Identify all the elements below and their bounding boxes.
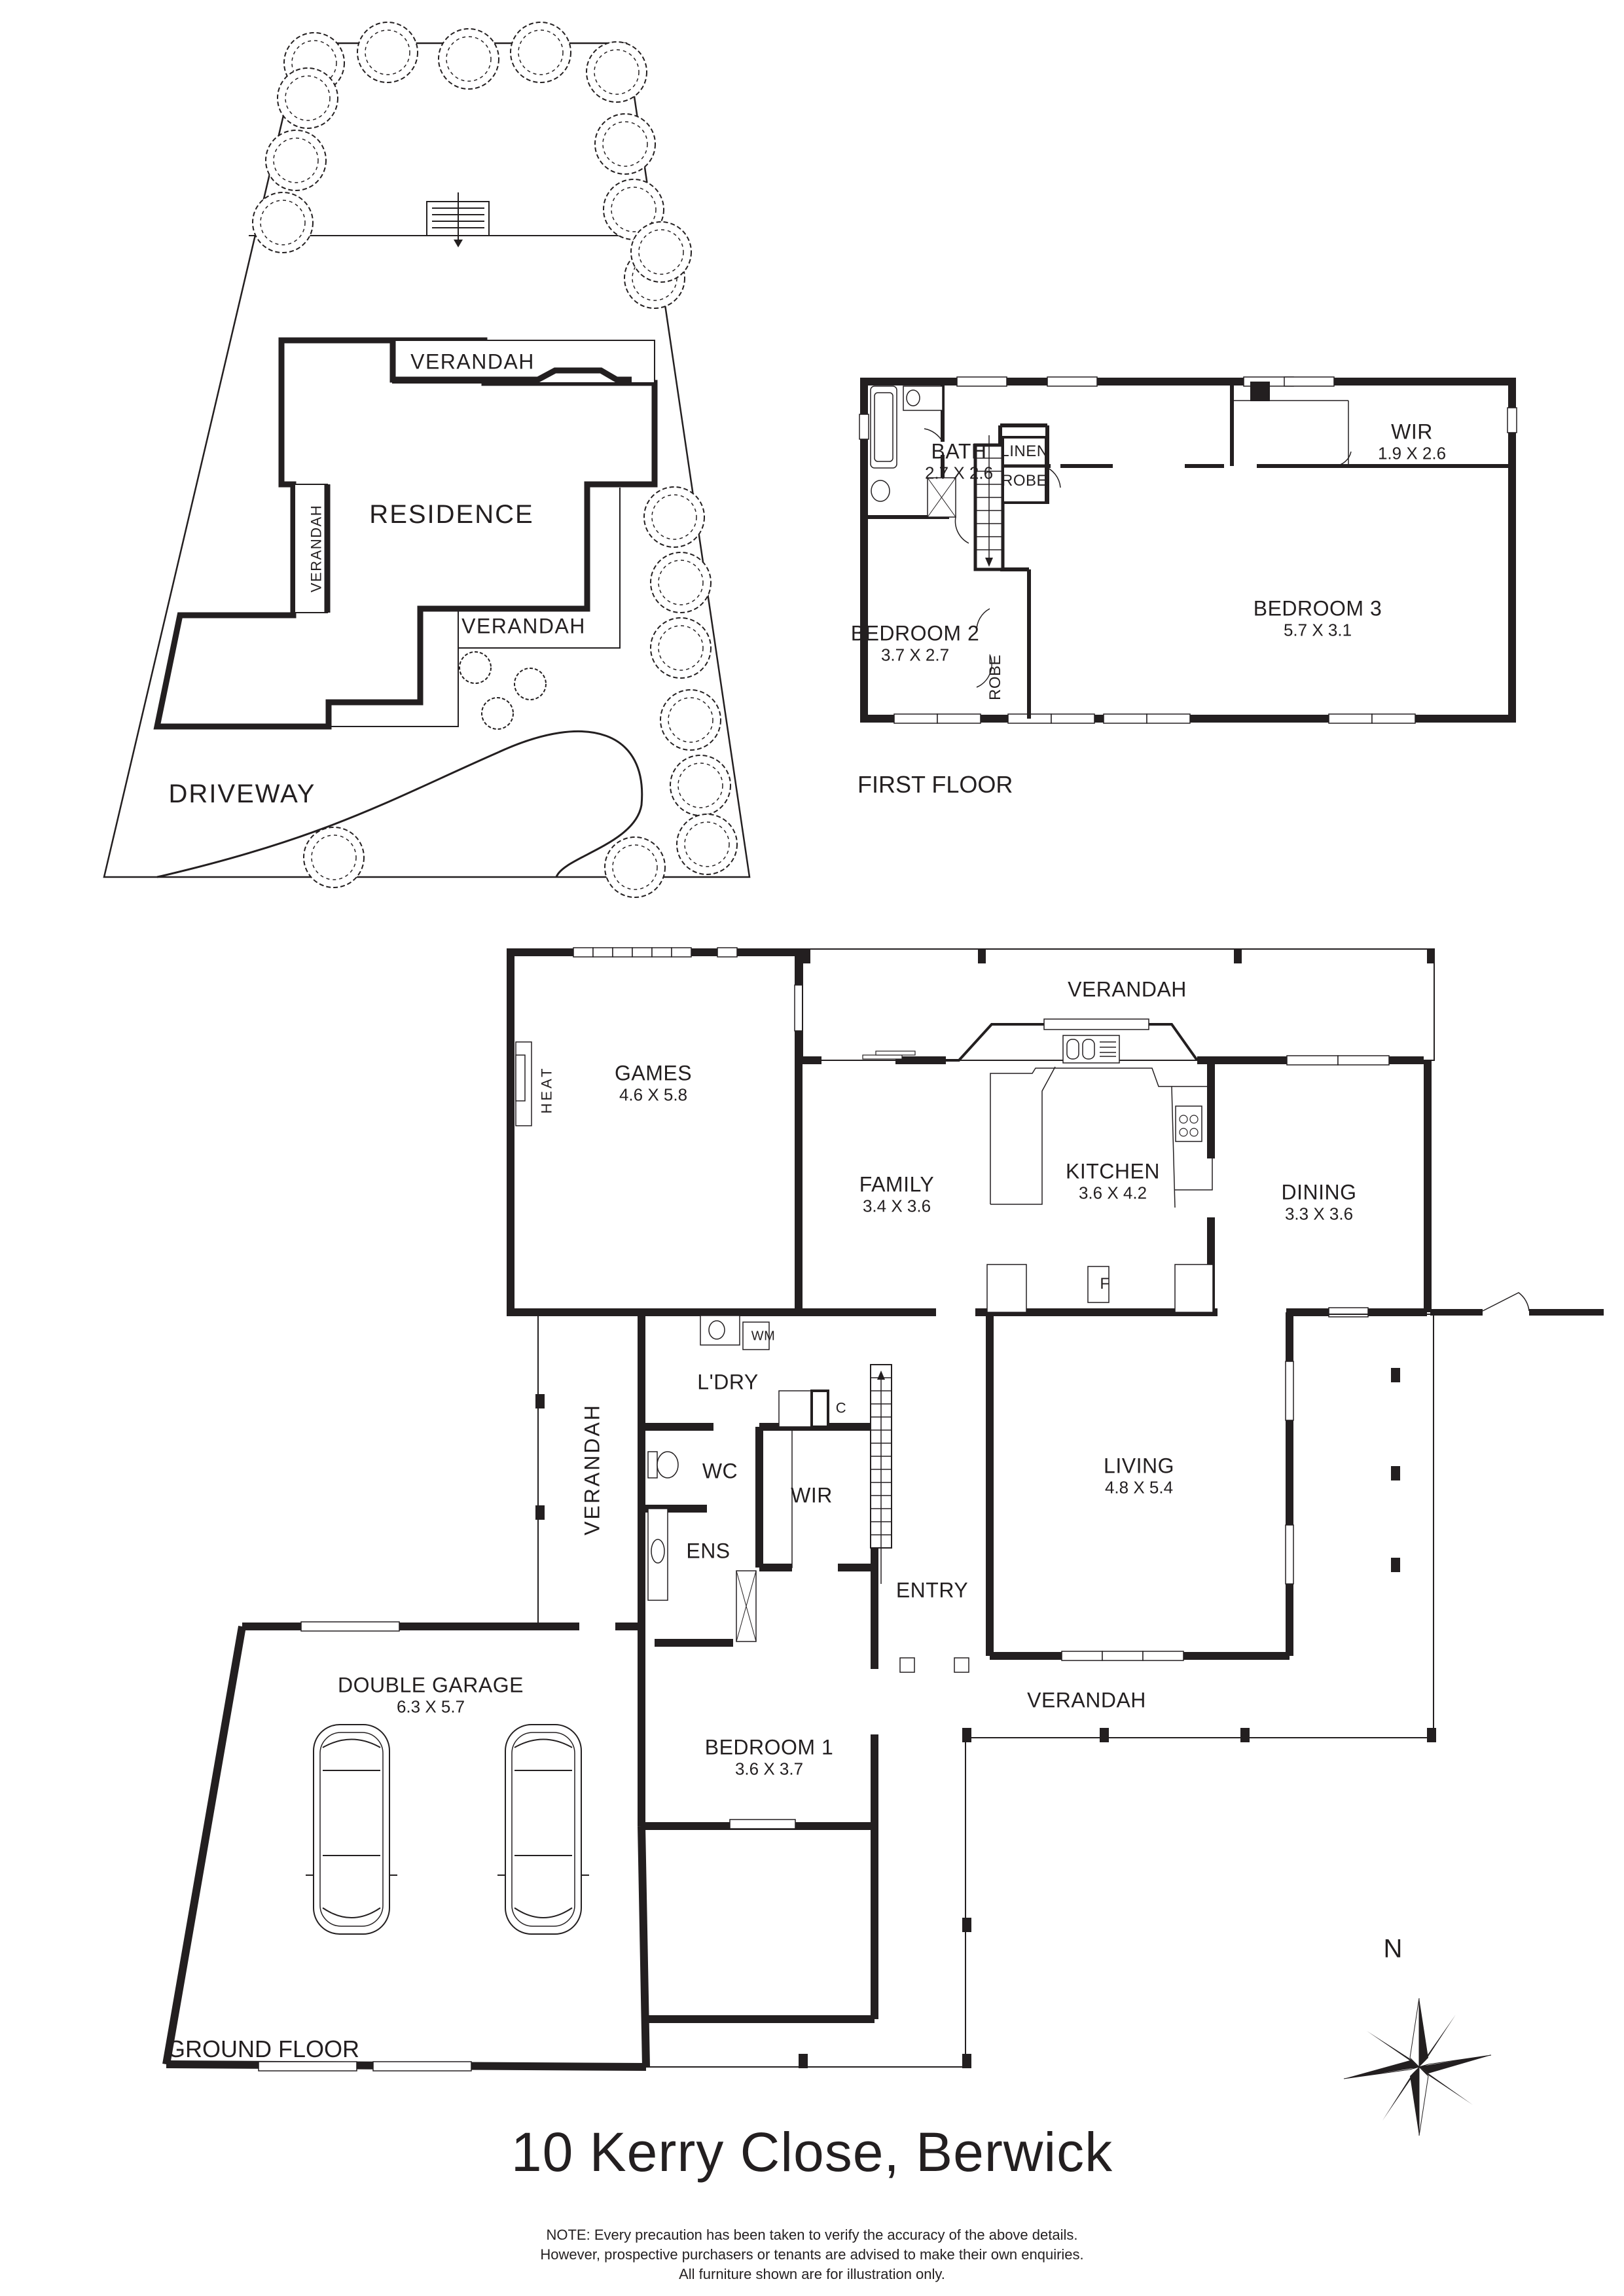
first-floor-label: FIRST FLOOR	[857, 771, 1013, 798]
note-line: NOTE: Every precaution has been taken to…	[546, 2227, 1078, 2243]
room-dimensions: 5.7 X 3.1	[1283, 620, 1352, 640]
room-bedroom-3: BEDROOM 3 5.7 X 3.1	[1254, 597, 1382, 641]
site-verandah-top-label: VERANDAH	[410, 350, 535, 374]
room-verandah-rear: VERANDAH	[1068, 977, 1187, 1001]
room-wir-downstairs: WIR	[791, 1483, 833, 1507]
room-dimensions: 1.9 X 2.6	[1377, 443, 1447, 463]
room-dimensions: 2.7 X 2.6	[924, 463, 994, 483]
room-name: BEDROOM 2	[850, 621, 980, 645]
room-kitchen: KITCHEN 3.6 X 4.2	[1066, 1160, 1160, 1204]
room-double-garage: DOUBLE GARAGE 6.3 X 5.7	[338, 1674, 524, 1717]
ground-floor-plan	[162, 947, 1604, 2072]
room-family: FAMILY 3.4 X 3.6	[859, 1173, 934, 1217]
room-dining: DINING 3.3 X 3.6	[1282, 1181, 1357, 1225]
room-robe-upper: ROBE	[1001, 472, 1048, 490]
site-driveway-label: DRIVEWAY	[168, 780, 316, 808]
site-verandah-bottom-label: VERANDAH	[461, 614, 586, 638]
note-line: However, prospective purchasers or tenan…	[540, 2246, 1084, 2263]
room-entry: ENTRY	[895, 1578, 969, 1602]
heater-label: HEAT	[538, 1066, 555, 1114]
room-living: LIVING 4.8 X 5.4	[1104, 1454, 1174, 1498]
room-linen: LINEN	[1000, 442, 1049, 461]
note-line: All furniture shown are for illustration…	[679, 2266, 945, 2282]
room-dimensions: 3.6 X 4.2	[1078, 1183, 1147, 1203]
room-bath: BATH 2.7 X 2.6	[925, 440, 993, 484]
room-bedroom-2: BEDROOM 2 3.7 X 2.7	[851, 622, 980, 666]
fridge-label: F	[1100, 1275, 1110, 1293]
room-name: LIVING	[1104, 1454, 1174, 1478]
property-address-title: 10 Kerry Close, Berwick	[511, 2121, 1113, 2183]
room-dimensions: 3.6 X 3.7	[734, 1759, 804, 1779]
room-bedroom-1: BEDROOM 1 3.6 X 3.7	[705, 1736, 834, 1780]
room-ensuite: ENS	[686, 1539, 731, 1563]
room-name: WIR	[1391, 420, 1433, 444]
room-name: BEDROOM 3	[1253, 596, 1382, 620]
room-name: FAMILY	[859, 1172, 935, 1196]
ground-floor-label: GROUND FLOOR	[167, 2036, 360, 2062]
compass-rose	[1343, 1998, 1492, 2136]
room-robe-lower: ROBE	[986, 654, 1005, 701]
room-name: BEDROOM 1	[704, 1735, 834, 1759]
cupboard-label: C	[835, 1399, 847, 1416]
room-name: GAMES	[614, 1061, 693, 1085]
room-wir-upstairs: WIR 1.9 X 2.6	[1378, 420, 1446, 464]
room-dimensions: 3.4 X 3.6	[862, 1196, 931, 1216]
room-dimensions: 3.3 X 3.6	[1284, 1204, 1354, 1224]
room-dimensions: 4.8 X 5.4	[1104, 1477, 1174, 1498]
room-games: GAMES 4.6 X 5.8	[615, 1062, 692, 1105]
room-dimensions: 4.6 X 5.8	[619, 1085, 688, 1105]
room-name: DINING	[1281, 1180, 1357, 1204]
room-verandah-side: VERANDAH	[580, 1403, 604, 1535]
room-name: BATH	[931, 439, 987, 463]
room-name: DOUBLE GARAGE	[338, 1673, 524, 1697]
first-floor-plan	[859, 376, 1517, 724]
room-verandah-front: VERANDAH	[1027, 1688, 1146, 1712]
disclaimer-note: NOTE: Every precaution has been taken to…	[540, 2225, 1083, 2284]
compass-north-label: N	[1383, 1934, 1403, 1964]
room-wc: WC	[702, 1459, 738, 1483]
site-plan	[103, 22, 751, 898]
site-verandah-left-label: VERANDAH	[308, 504, 325, 593]
room-dimensions: 3.7 X 2.7	[880, 645, 950, 665]
room-laundry: L'DRY	[697, 1370, 759, 1394]
room-name: KITCHEN	[1066, 1159, 1160, 1183]
site-residence-label: RESIDENCE	[369, 500, 534, 529]
room-dimensions: 6.3 X 5.7	[396, 1696, 465, 1717]
washing-machine-label: WM	[751, 1329, 776, 1344]
